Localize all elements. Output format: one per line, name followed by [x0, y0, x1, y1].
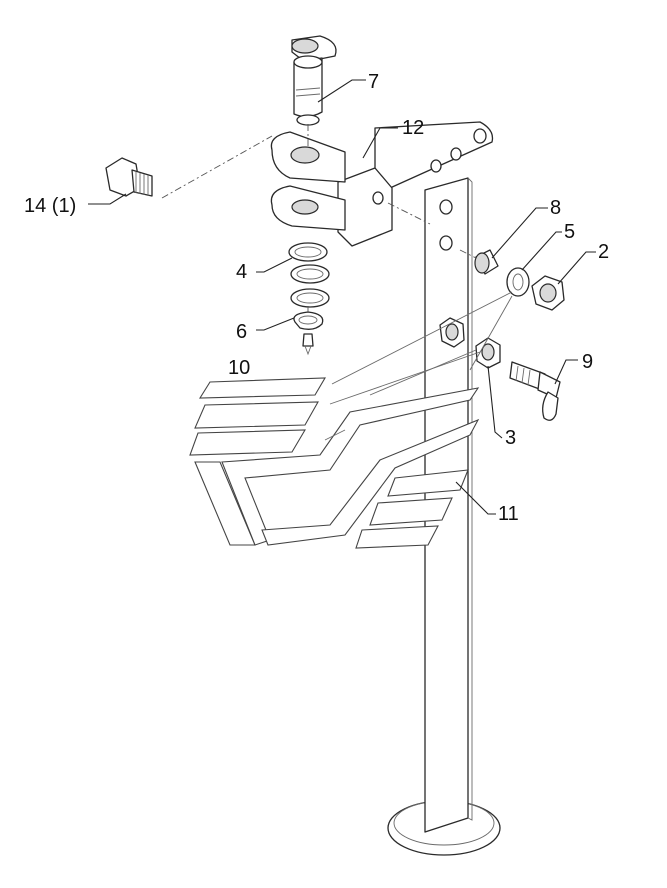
callout-5: 5	[564, 221, 575, 243]
callout-12: 12	[402, 117, 424, 139]
callout-2: 2	[598, 241, 609, 263]
part-9-locking-pin	[509, 361, 561, 421]
callout-9: 9	[582, 351, 593, 373]
callout-7: 7	[368, 71, 379, 93]
part-14-bolt	[105, 157, 153, 197]
callout-8: 8	[550, 197, 561, 219]
part-4-washers	[288, 242, 330, 308]
part-12-swivel-bracket	[270, 121, 494, 247]
callout-labels: 7 12 14 (1) 8 5 2 4 6 9 10 3 11	[24, 71, 609, 525]
callout-6: 6	[236, 321, 247, 343]
assembly-lines	[161, 124, 513, 405]
callout-14: 14 (1)	[24, 195, 76, 217]
callout-3: 3	[505, 427, 516, 449]
part-7-pin	[291, 35, 337, 126]
part-2-nut	[531, 275, 565, 311]
leader-lines	[88, 79, 596, 515]
callout-4: 4	[236, 261, 247, 283]
part-6-circlip	[293, 311, 324, 356]
part-5-washer	[506, 267, 530, 297]
callout-11: 11	[498, 503, 519, 525]
part-8-bushing	[474, 249, 499, 275]
callout-10: 10	[228, 357, 250, 379]
part-10-decal	[189, 377, 480, 549]
